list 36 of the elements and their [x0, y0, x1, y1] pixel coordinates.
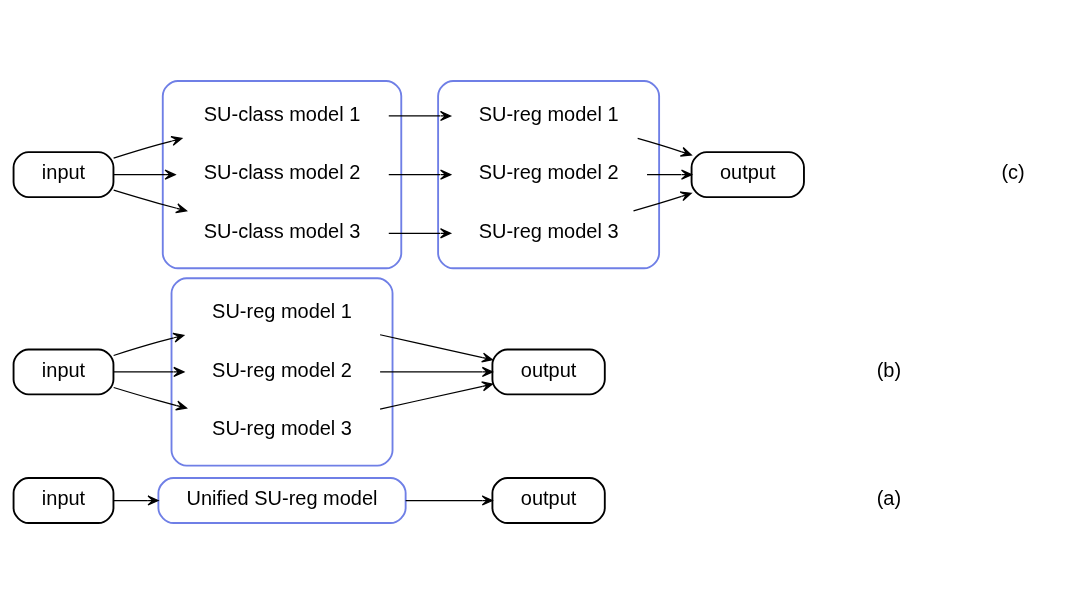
label: (c): [1001, 160, 1025, 183]
arrow: [388, 227, 452, 238]
node-box: Unified SU-reg model: [157, 476, 407, 524]
arrow: [646, 169, 693, 180]
arrow: [113, 494, 159, 506]
arrow: [113, 332, 185, 356]
arrow: [637, 137, 692, 157]
arrow: [113, 189, 188, 213]
node-text: SU-reg model 3: [478, 219, 619, 242]
arrow: [113, 366, 185, 377]
node-box: input: [12, 150, 115, 198]
node-text: SU-reg model 2: [212, 358, 352, 381]
node-box: input: [12, 476, 115, 524]
arrow: [632, 190, 692, 211]
node-text: SU-reg model 2: [478, 160, 619, 183]
node-box: output: [690, 150, 805, 198]
arrow: [379, 333, 493, 363]
node-text: SU-class model 2: [203, 160, 361, 183]
arrow: [113, 169, 176, 180]
arrow: [113, 135, 183, 159]
label: (a): [876, 486, 902, 509]
node-text: SU-reg model 1: [478, 102, 619, 125]
arrow: [388, 110, 452, 121]
node-text: SU-reg model 1: [212, 299, 352, 322]
arrow: [379, 366, 493, 377]
node-text: SU-reg model 3: [212, 416, 352, 439]
arrow: [405, 494, 493, 506]
node-text: SU-class model 1: [203, 102, 361, 125]
node-box: output: [491, 476, 606, 524]
arrow: [379, 380, 493, 410]
arrow: [113, 386, 188, 411]
label: (b): [876, 358, 902, 381]
arrow: [388, 169, 452, 180]
node-box: output: [491, 348, 606, 395]
node-box: input: [12, 348, 115, 395]
node-text: SU-class model 3: [203, 219, 361, 242]
